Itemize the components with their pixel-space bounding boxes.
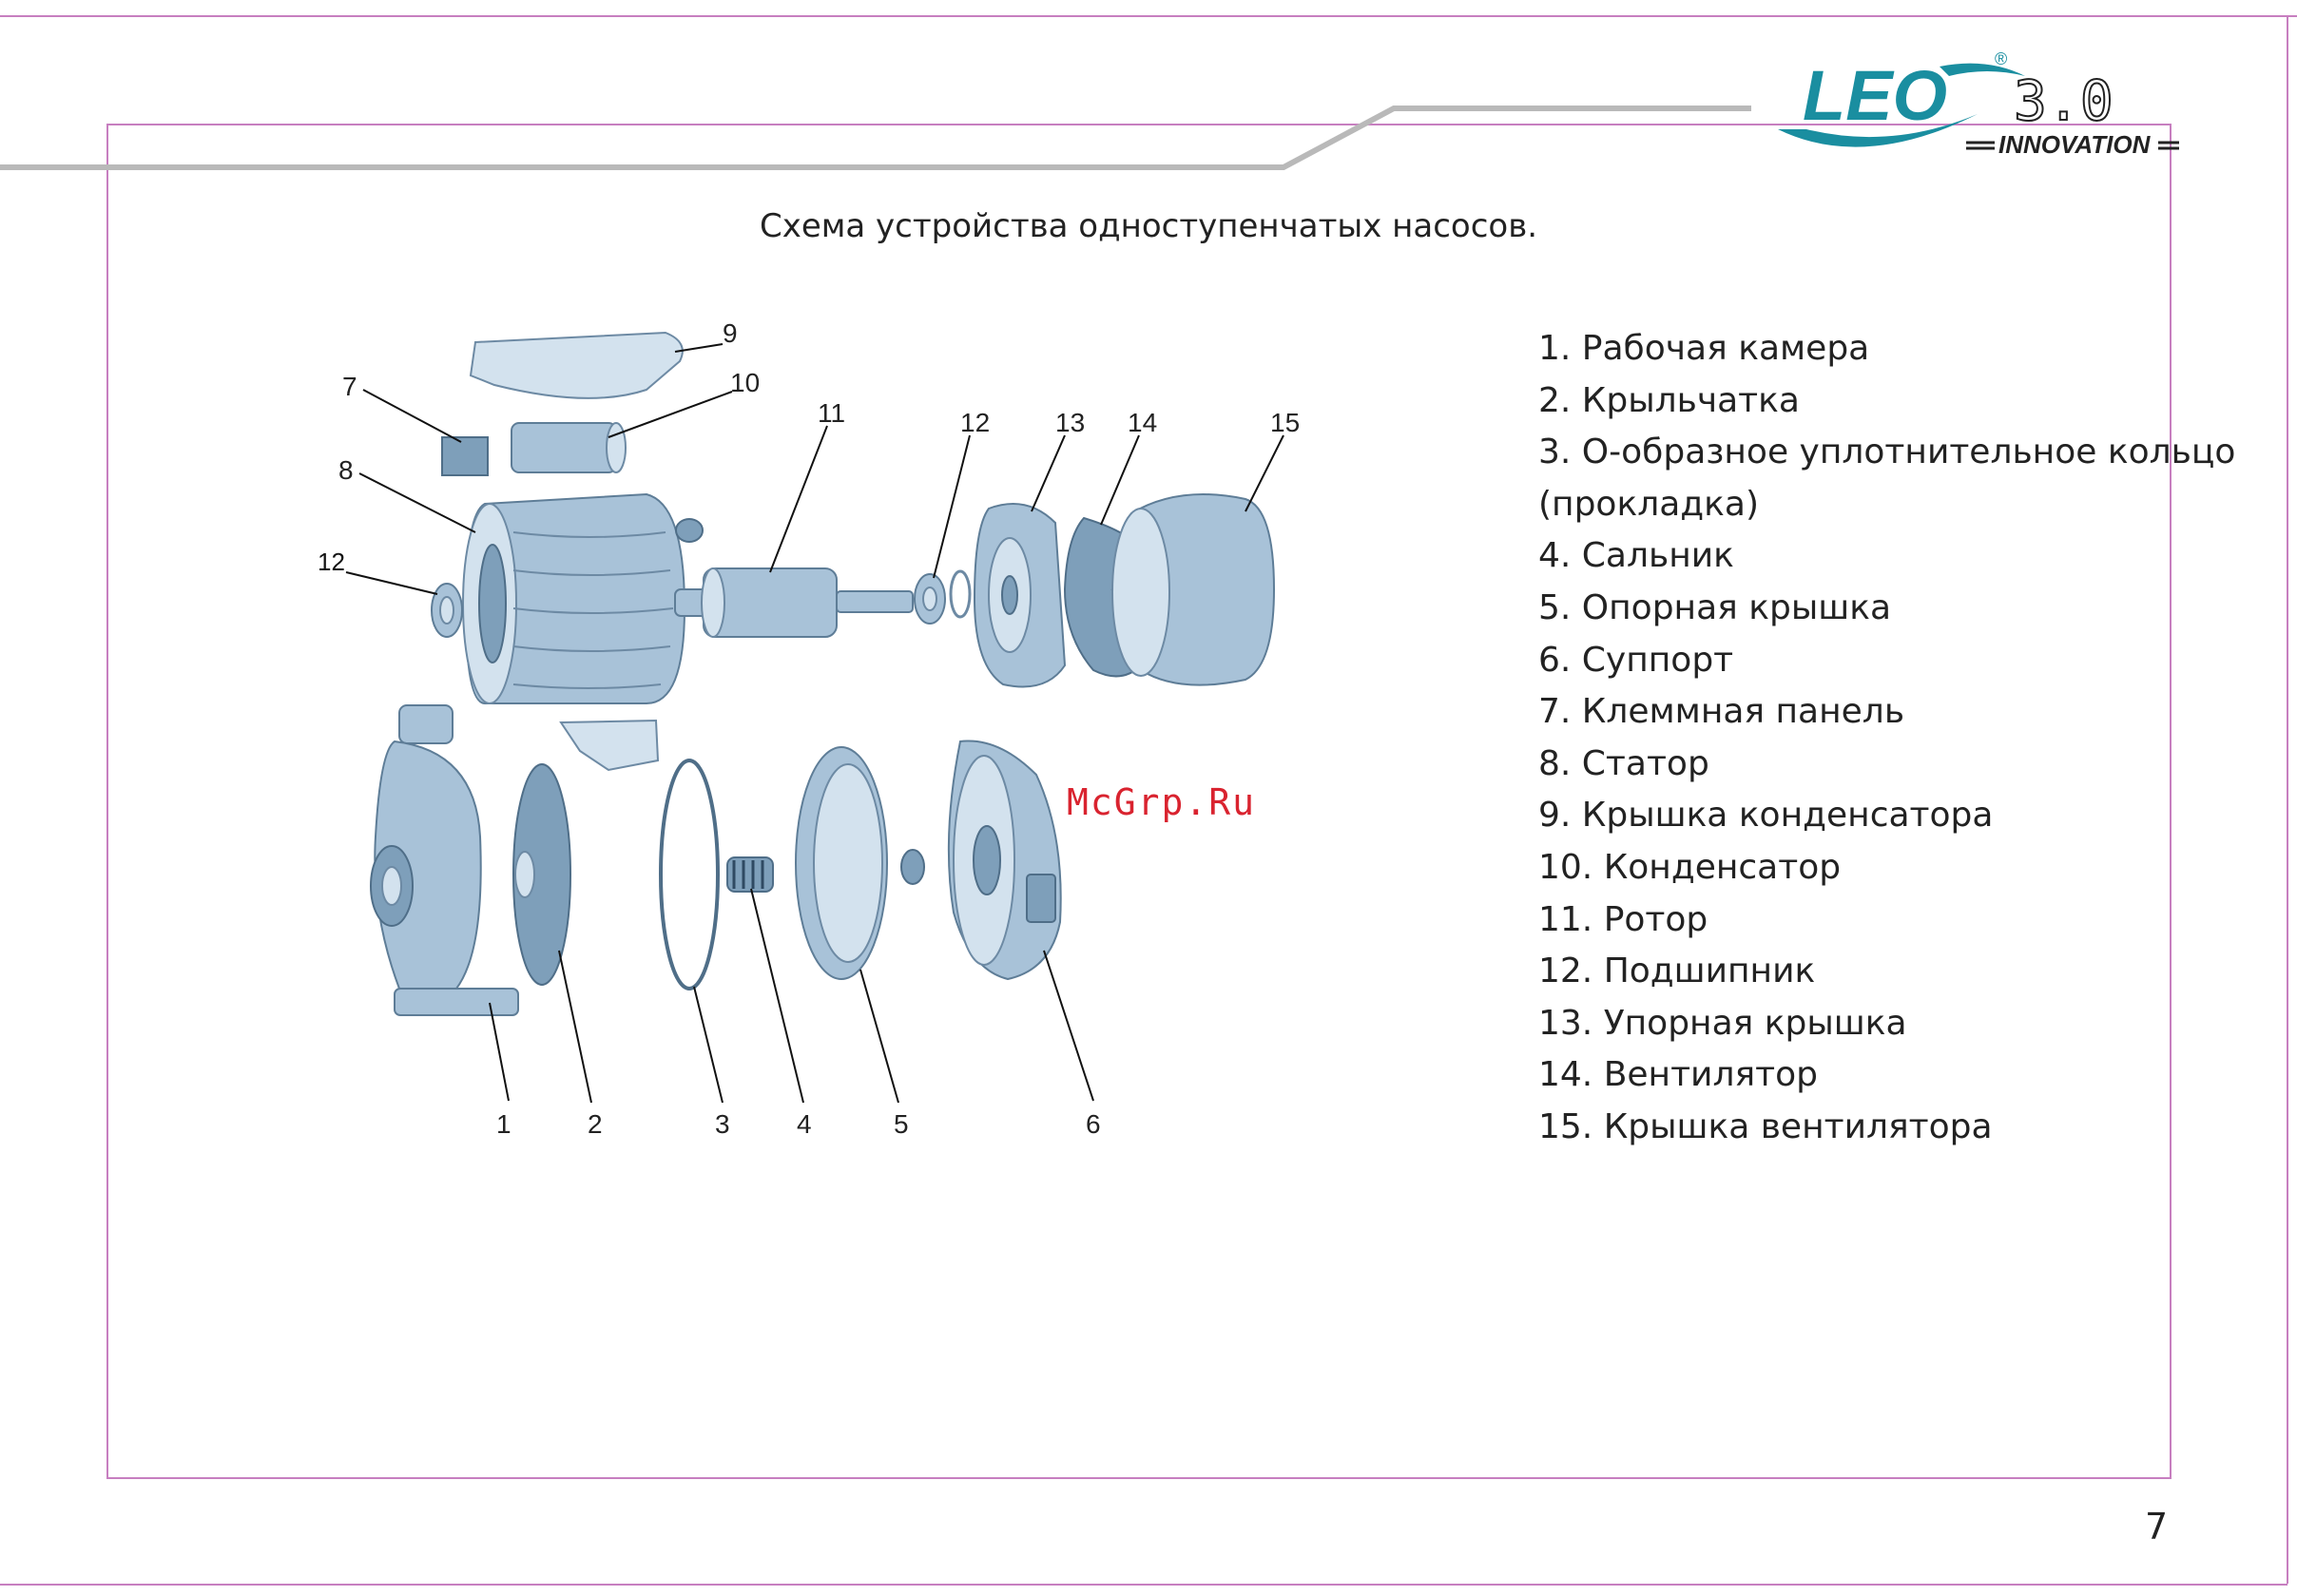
logo-version: 3.0 (2014, 68, 2114, 133)
watermark-text: McGrp.Ru (1067, 781, 1257, 823)
legend-item-3-cont: (прокладка) (1538, 484, 1760, 524)
capacitor-cover-part (469, 331, 684, 399)
legend-item-13: 13. Упорная крышка (1538, 1003, 1907, 1043)
page-frame (106, 124, 2172, 1479)
small-nut-part (900, 849, 925, 885)
callout-3: 3 (715, 1109, 730, 1139)
leo-logo: LEO ® 3.0 INNOVATION (1778, 49, 2179, 159)
callout-11: 11 (818, 398, 845, 428)
terminal-block-part (441, 436, 489, 476)
callout-4: 4 (797, 1109, 812, 1139)
bearing-right-part (914, 569, 972, 625)
legend-item-15: 15. Крышка вентилятора (1538, 1106, 1993, 1146)
legend-item-2: 2. Крыльчатка (1538, 380, 1800, 420)
outer-border-bottom (0, 1584, 2287, 1586)
callout-12-right: 12 (960, 408, 990, 437)
callout-9: 9 (723, 318, 738, 348)
callout-12-left: 12 (318, 548, 345, 576)
callout-6: 6 (1086, 1109, 1101, 1139)
legend-item-12: 12. Подшипник (1538, 952, 1816, 991)
rotor-part (674, 567, 914, 638)
outer-border-top (0, 15, 2297, 17)
capacitor-part (511, 422, 627, 473)
callout-2: 2 (588, 1109, 603, 1139)
logo-tagline: INNOVATION (1998, 130, 2152, 159)
callout-15: 15 (1270, 408, 1300, 437)
pump-exploded-diagram: 9 7 10 8 12 11 12 (318, 318, 1300, 1139)
legend-item-1: 1. Рабочая камера (1538, 329, 1870, 368)
legend-item-5: 5. Опорная крышка (1538, 587, 1892, 627)
legend-item-10: 10. Конденсатор (1538, 847, 1842, 887)
callout-14: 14 (1128, 408, 1157, 437)
legend-item-4: 4. Сальник (1538, 536, 1734, 576)
legend-item-3: 3. О-образное уплотнительное кольцо (1538, 433, 2236, 472)
outer-border-right (2287, 15, 2288, 1584)
callout-8: 8 (338, 455, 354, 485)
bearing-left-part (431, 583, 463, 638)
logo-brand: LEO (1803, 56, 1947, 135)
o-ring-part (659, 759, 720, 990)
parts-legend: 1. Рабочая камера 2. Крыльчатка 3. О-обр… (1538, 323, 2236, 1154)
mechanical-seal-part (726, 856, 774, 893)
fan-cover-part (1111, 493, 1276, 686)
legend-item-9: 9. Крышка конденсатора (1538, 796, 1994, 836)
nut-part (675, 518, 704, 543)
callout-1: 1 (496, 1109, 512, 1139)
legend-item-8: 8. Статор (1538, 743, 1709, 783)
legend-item-7: 7. Клеммная панель (1538, 692, 1905, 732)
callout-13: 13 (1055, 408, 1085, 437)
thrust-cover-part (973, 503, 1067, 688)
impeller-part (512, 763, 571, 986)
callout-10: 10 (730, 368, 760, 397)
page-number: 7 (2145, 1506, 2169, 1548)
legend-item-14: 14. Вентилятор (1538, 1055, 1818, 1095)
pump-chamber-part (370, 704, 519, 1016)
support-cover-part (795, 746, 888, 980)
page-title: Схема устройства одноступенчатых насосов… (759, 207, 1538, 245)
bracket-part (947, 740, 1062, 981)
callout-5: 5 (894, 1109, 909, 1139)
stator-part (462, 492, 686, 704)
logo-registered: ® (1995, 49, 2007, 68)
callout-7: 7 (342, 372, 357, 401)
base-support-part (559, 719, 660, 772)
legend-item-6: 6. Суппорт (1538, 640, 1734, 680)
header-swoosh (0, 106, 1751, 170)
legend-item-11: 11. Ротор (1538, 899, 1708, 939)
